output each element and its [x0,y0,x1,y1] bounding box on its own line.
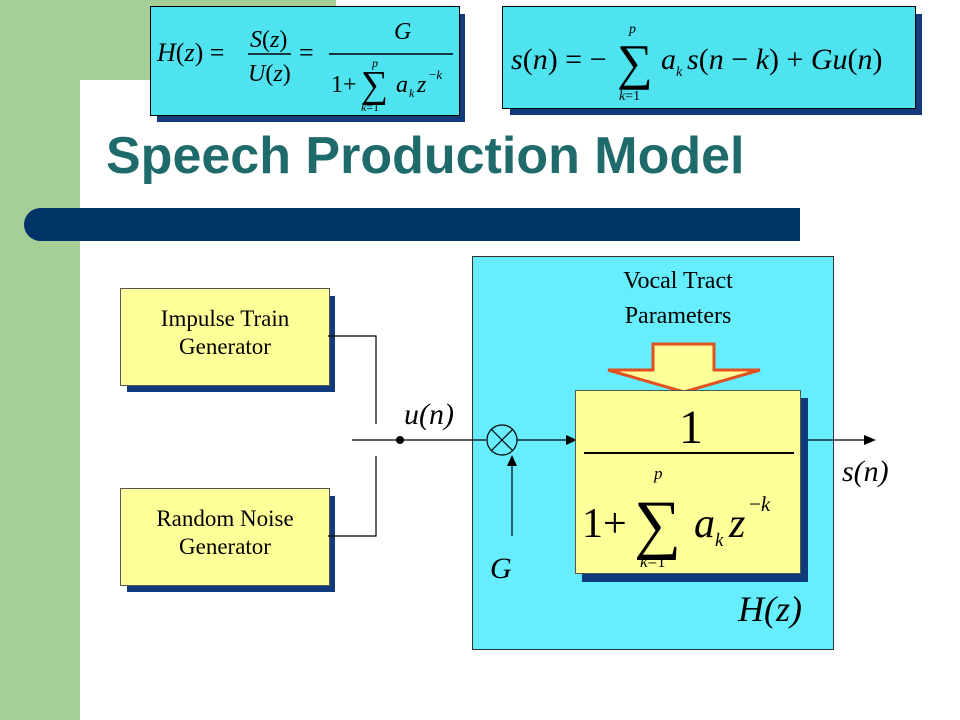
svg-text:1: 1 [679,401,703,454]
transfer-function-formula: H(z) = S(z) U(z) = G 1+ p ∑ k=1 a k z −k [150,6,460,116]
left-accent-strip [0,0,80,720]
svg-text:k=1: k=1 [640,552,666,571]
svg-text:k: k [715,530,724,551]
svg-text:p: p [371,56,378,70]
generator-label-line: Impulse Train [160,306,290,331]
svg-text:U(z): U(z) [248,61,291,87]
svg-text:a: a [396,72,408,98]
difference-equation-formula: s(n) = − p ∑ k=1 a k s(n − k) + Gu(n) [502,6,916,109]
svg-text:∑: ∑ [617,34,653,90]
svg-text:G: G [394,19,411,45]
vocal-tract-label-line: Vocal Tract [623,268,733,294]
svg-text:1+: 1+ [331,72,357,98]
svg-text:z: z [416,72,427,98]
transfer-function-box: 1 1+ p ∑ k=1 a k z −k [575,390,801,574]
switch-node [396,436,404,444]
filter-name-label: H(z) [738,589,802,629]
svg-text:∑: ∑ [634,488,681,561]
svg-text:k=1: k=1 [361,100,379,114]
svg-text:k: k [409,86,415,100]
filter-input-arrow [517,435,577,445]
gain-label: G [490,552,512,585]
svg-text:=: = [299,38,314,67]
svg-text:s(n) = −: s(n) = − [511,43,607,76]
svg-text:k: k [676,65,683,80]
slide-title: Speech Production Model [106,127,745,185]
svg-text:∑: ∑ [361,64,388,106]
svg-text:s(n − k) + Gu(n): s(n − k) + Gu(n) [687,43,883,76]
svg-text:1+: 1+ [582,501,627,547]
impulse-train-generator-box: Impulse Train Generator [120,288,330,386]
svg-text:−k: −k [749,492,771,516]
title-underline-bar [24,208,800,241]
vocal-tract-parameters-label: Vocal Tract Parameters [578,264,778,334]
svg-text:−k: −k [429,67,442,82]
vocal-tract-label-line: Parameters [624,303,732,329]
generator-label-line: Generator [179,334,271,359]
output-arrow [800,435,876,445]
svg-text:p: p [653,464,663,483]
generator-label-line: Generator [179,534,271,559]
switch-lines [328,335,486,537]
svg-text:S(z): S(z) [250,27,287,53]
svg-text:a: a [661,43,676,76]
gain-input-arrow [507,455,517,536]
svg-text:a: a [694,501,715,547]
generator-label-line: Random Noise [156,506,294,531]
output-signal-label: s(n) [842,455,889,488]
svg-text:z: z [728,501,745,547]
input-signal-label: u(n) [404,398,454,431]
multiplier-icon [486,424,518,456]
svg-text:p: p [628,22,636,37]
svg-text:H(z) =: H(z) = [156,38,224,67]
parameters-arrow-icon [607,342,761,394]
random-noise-generator-box: Random Noise Generator [120,488,330,586]
svg-text:k=1: k=1 [619,89,640,104]
